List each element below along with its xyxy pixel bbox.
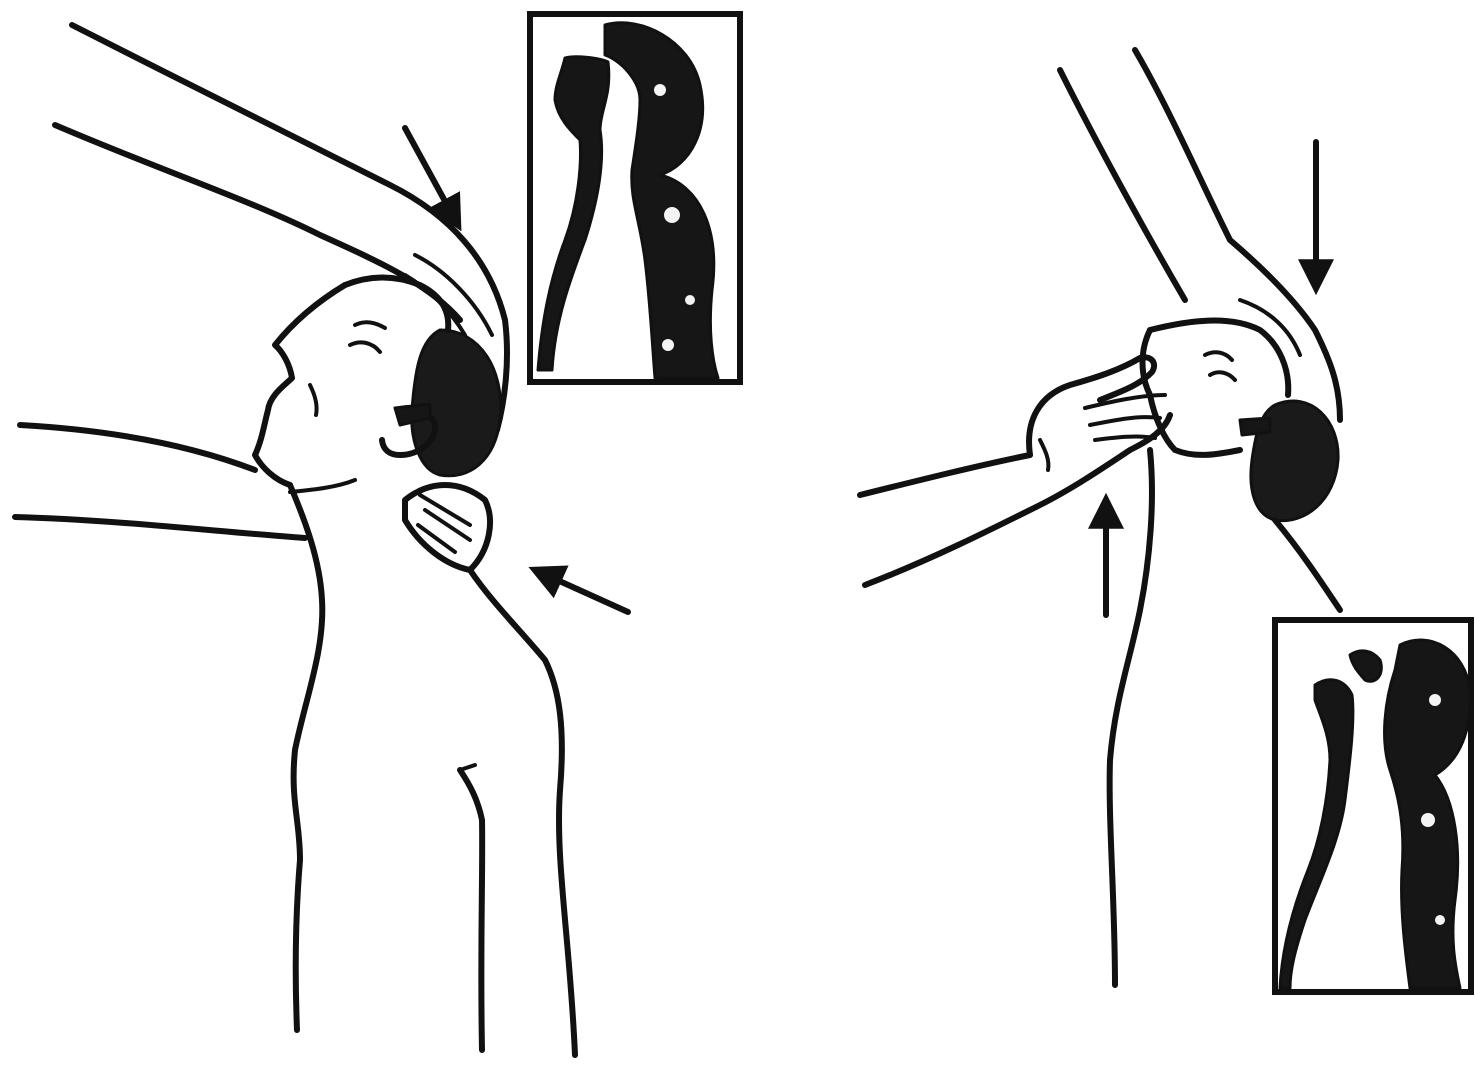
right-panel xyxy=(860,50,1471,992)
hair-left xyxy=(412,330,501,476)
helper-hand-right xyxy=(860,357,1170,585)
patient-head-left xyxy=(255,278,501,571)
helper-arm-top xyxy=(1060,50,1340,420)
inset-obstructed-airway xyxy=(1275,620,1471,992)
inset-open-airway xyxy=(530,14,740,382)
patient-head-right xyxy=(1143,321,1339,521)
arrow-icon xyxy=(535,570,628,612)
left-panel xyxy=(15,14,740,1055)
